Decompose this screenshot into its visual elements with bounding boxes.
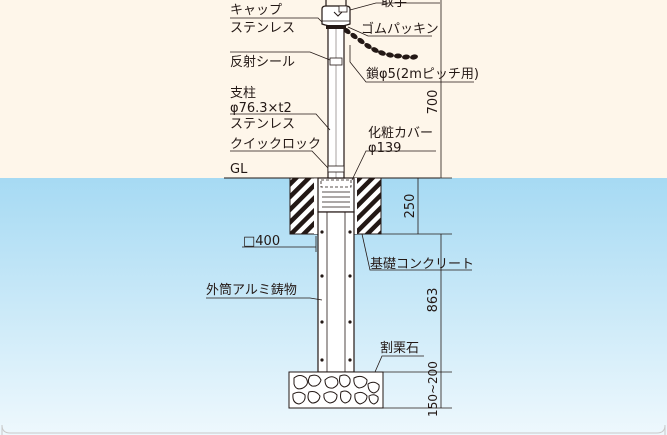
ground-level-label: GL [230, 162, 248, 177]
outer-tube-label: 外筒アルミ鋳物 [206, 282, 297, 298]
post-label: 支柱 [230, 86, 256, 101]
dimension-700: 700 [426, 90, 441, 115]
rubber-packing-label: ゴムパッキン [361, 21, 439, 37]
post-material-label: ステンレス [230, 117, 295, 132]
handle [325, 0, 348, 17]
leader-lines-left [206, 17, 331, 301]
rubber-packing [326, 25, 346, 29]
reflective-seal [329, 57, 343, 66]
post [327, 24, 345, 179]
quick-lock [327, 165, 345, 173]
reflective-seal-label: 反射シール [230, 54, 295, 70]
chain-label: 鎖φ5(2mピッチ用) [366, 66, 479, 82]
chain [343, 27, 418, 60]
quick-lock-label: クイックロック [230, 137, 321, 152]
labels: 取手 キャップ ステンレス ゴムパッキン 反射シール 鎖φ5(2mピッチ用) 支… [206, 0, 479, 356]
handle-label: 取手 [381, 0, 407, 10]
foundation-concrete-label: 基礎コンクリート [370, 257, 474, 272]
cosmetic-cover [317, 177, 355, 213]
foundation-width-marker [242, 236, 317, 252]
frame-border [1, 424, 666, 435]
dimension-150-200: 150~200 [426, 361, 440, 417]
cosmetic-cover-label: 化粧カバー [368, 126, 433, 141]
cover-size-label: φ139 [368, 141, 401, 156]
leader-lines-right [347, 2, 474, 373]
dimension-863: 863 [426, 288, 441, 313]
outer-tube [317, 211, 355, 373]
cap-material-label: ステンレス [230, 21, 295, 36]
dimension-values: 700 250 863 150~200 [403, 90, 441, 417]
cap-label: キャップ [230, 3, 282, 18]
crushed-stone-label: 割栗石 [380, 340, 419, 356]
crushed-stone [288, 371, 384, 409]
dimension-lines [381, 0, 452, 409]
foundation-size-label: □400 [243, 234, 280, 249]
post-size-label: φ76.3×t2 [230, 101, 292, 116]
dimension-250: 250 [403, 194, 418, 219]
